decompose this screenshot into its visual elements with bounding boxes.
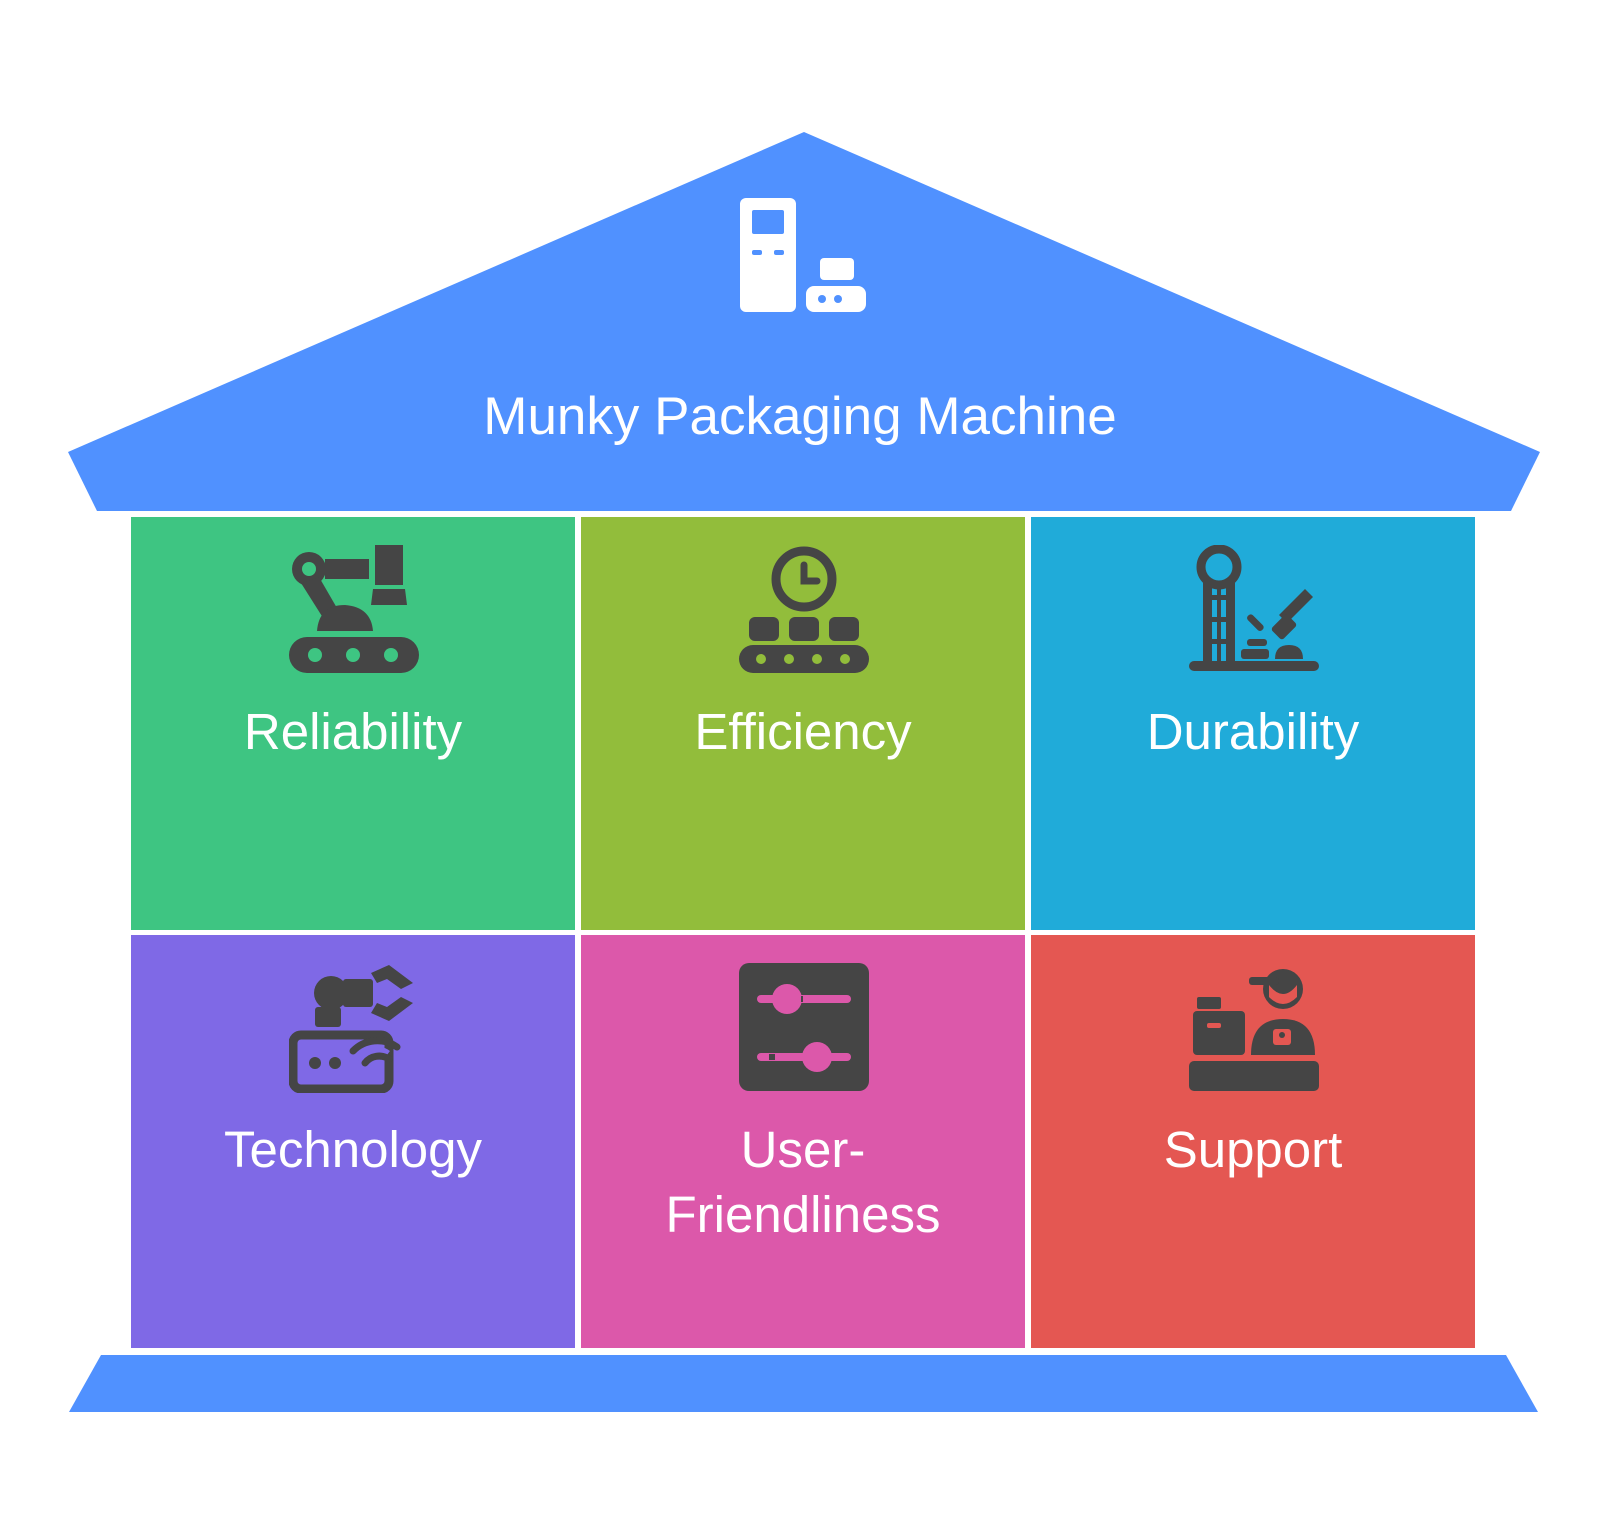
diagram-title: Munky Packaging Machine [483, 387, 1117, 446]
pillar-label: Efficiency [694, 703, 912, 760]
sliders-control-panel-icon [739, 963, 869, 1091]
pillar-efficiency: Efficiency [581, 517, 1025, 930]
pillar-durability: Durability [1031, 517, 1475, 930]
pillar-label: Technology [223, 1121, 482, 1178]
pillar-technology: Technology [131, 935, 575, 1348]
pillar-user-friendliness: User- Friendliness [581, 935, 1025, 1348]
service-counter-icon [1189, 969, 1319, 1091]
pillar-label: Reliability [243, 703, 463, 760]
durability-tester-icon [1189, 545, 1319, 671]
pillar-support: Support [1031, 935, 1475, 1348]
pillar-label: Support [1163, 1121, 1343, 1178]
pillar-label: Durability [1146, 703, 1360, 760]
base-shape [69, 1355, 1538, 1412]
clock-conveyor-icon [739, 546, 869, 673]
robot-arm-conveyor-icon [289, 545, 419, 673]
pillar-reliability: Reliability [131, 517, 575, 930]
pillar-label: User- Friendliness [665, 1121, 941, 1243]
wireless-robot-arm-icon [289, 965, 413, 1093]
packaging-machine-icon [740, 198, 866, 312]
